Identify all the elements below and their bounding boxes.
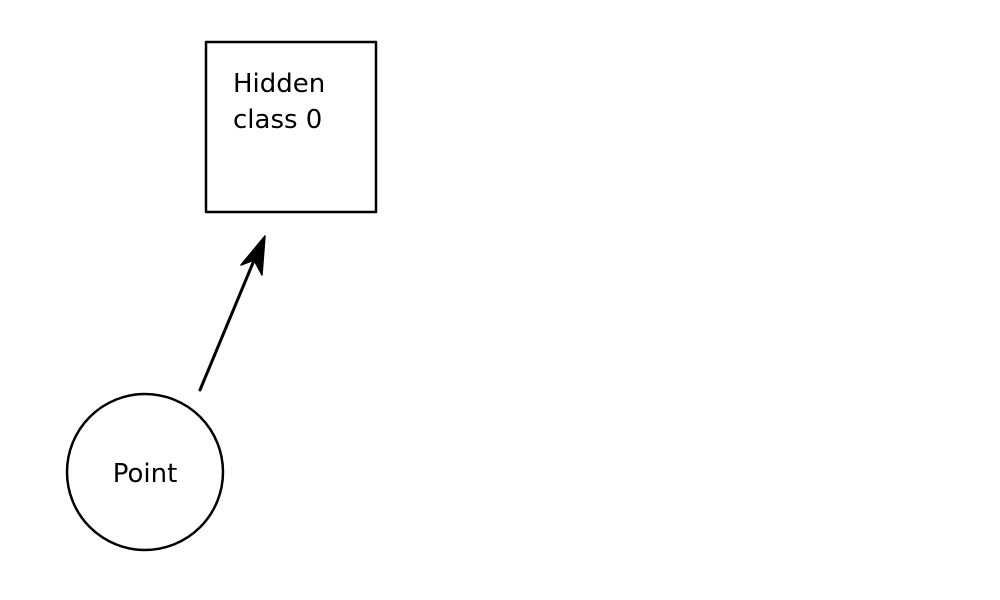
- hidden-class-box: [204, 40, 378, 214]
- point-label: Point: [113, 459, 178, 489]
- arrow-shaft: [198, 256, 257, 392]
- hidden-class-node: Hidden class 0: [204, 40, 378, 214]
- pointer-arrow: [198, 235, 266, 392]
- point-node: Point: [65, 392, 225, 552]
- arrowhead-icon: [240, 235, 266, 276]
- hidden-class-label-line2: class 0: [233, 105, 322, 135]
- point-circle: [65, 392, 225, 552]
- hidden-class-label-line1: Hidden: [233, 69, 325, 99]
